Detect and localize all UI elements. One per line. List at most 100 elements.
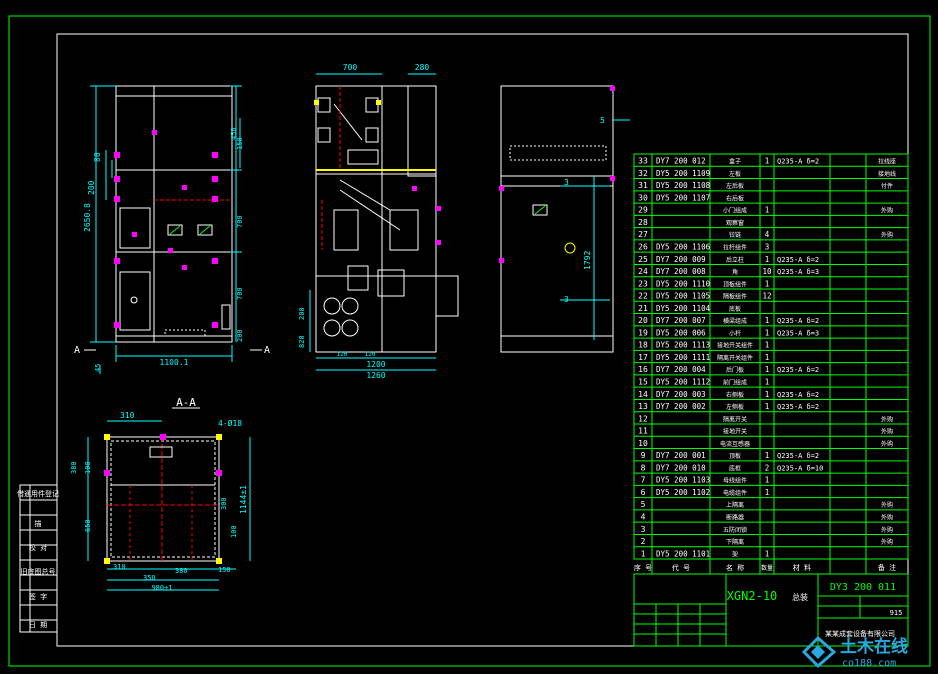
side-dim-700: 700: [343, 63, 358, 72]
bom-cell-mat: Q235-A δ=3: [777, 268, 819, 276]
bom-cell-name: 接地开关: [723, 428, 747, 436]
bom-cell-no: 3: [641, 525, 646, 534]
bom-cell-no: 21: [638, 304, 648, 313]
section-dim-380b: 380: [175, 567, 188, 575]
side-dim-820: 820: [298, 335, 306, 348]
bom-cell-name: 顶板: [729, 452, 741, 460]
bom-cell-note: 接地线: [878, 170, 896, 178]
rear-view: 5 3 3 1792: [499, 85, 630, 353]
section-dim-hole: 4-Ø18: [218, 418, 242, 428]
bom-cell-qty: 1: [765, 341, 770, 350]
section-view: A-A 310 4-Ø18 380 100 650 1144±1 300 100…: [70, 396, 251, 592]
bom-cell-note: 外购: [881, 207, 893, 215]
front-dim-45: 45: [94, 364, 102, 372]
bom-cell-code: DY5 200 1108: [656, 181, 711, 190]
bom-cell-no: 30: [638, 193, 648, 202]
bom-cell-no: 26: [638, 242, 648, 251]
side-dim-200: 200: [298, 307, 306, 320]
bom-cell-name: 架: [732, 550, 738, 558]
watermark-logo: 土木在线 co188.com: [801, 635, 908, 669]
bom-cell-no: 7: [641, 476, 646, 485]
front-dim-700a: 700: [236, 215, 244, 228]
bom-cell-name: 隔离开关: [723, 415, 747, 423]
rear-dim-5: 5: [600, 116, 605, 125]
bom-cell-name: 角: [732, 268, 738, 276]
bom-cell-name: 底板: [729, 305, 741, 313]
bom-cell-note: 外购: [881, 526, 893, 534]
bom-cell-code: DY5 200 1102: [656, 488, 710, 497]
company-name: 某某成套设备有限公司: [825, 629, 895, 638]
section-dim-150: 150: [218, 566, 231, 574]
bom-cell-name: 隔板组件: [723, 293, 747, 301]
bom-cell-name: 左板: [729, 170, 741, 178]
section-dim-300: 300: [220, 497, 228, 510]
bom-cell-code: DY5 200 1106: [656, 242, 711, 251]
bom-cell-no: 25: [638, 255, 648, 264]
bom-cell-mat: Q235-A δ=2: [777, 317, 819, 325]
bom-cell-no: 15: [638, 377, 648, 386]
strip-label-4: 旧底图总号: [21, 567, 56, 576]
bom-cell-code: DY5 200 1105: [656, 292, 710, 301]
bom-cell-no: 20: [638, 316, 648, 325]
bom-cell-qty: 1: [765, 206, 770, 215]
bom-cell-name: 右侧板: [726, 391, 744, 399]
bom-cell-name: 后门板: [726, 366, 744, 374]
section-dim-310-top: 310: [120, 411, 135, 420]
bom-cell-code: DY5 200 1113: [656, 341, 710, 350]
bom-cell-code: DY5 200 1110: [656, 279, 711, 288]
bom-cell-no: 13: [638, 402, 648, 411]
bom-cell-no: 23: [638, 279, 648, 288]
bom-cell-note: 付件: [881, 182, 893, 190]
strip-label-5: 签 字: [29, 592, 47, 601]
drawing-number: DY3 200 011: [830, 582, 896, 593]
bom-cell-code: DY7 200 012: [656, 157, 706, 166]
bom-cell-qty: 1: [765, 157, 770, 166]
bom-cell-note: 外购: [881, 538, 893, 546]
bom-cell-note: 外购: [881, 501, 893, 509]
section-dim-980: 980±1: [151, 584, 172, 592]
bom-cell-qty: 1: [765, 549, 770, 558]
wave-icon: [801, 635, 837, 669]
bom-cell-note: 外购: [881, 415, 893, 423]
bom-cell-code: DY7 200 007: [656, 316, 706, 325]
bom-cell-no: 14: [638, 390, 648, 399]
bom-cell-no: 12: [638, 414, 648, 423]
bom-cell-note: 外购: [881, 513, 893, 521]
rear-dim-3b: 3: [564, 295, 569, 304]
bom-cell-qty: 1: [765, 365, 770, 374]
bom-cell-name: 小门组成: [723, 207, 747, 215]
bom-cell-qty: 10: [762, 267, 772, 276]
bom-cell-name: 右后板: [726, 194, 744, 202]
bom-cell-qty: 1: [765, 402, 770, 411]
bom-cell-no: 28: [638, 218, 648, 227]
bom-cell-name: 横梁组成: [723, 317, 747, 325]
bom-cell-mat: Q235-A δ=10: [777, 464, 823, 472]
section-dim-350: 350: [143, 574, 156, 582]
bom-cell-no: 31: [638, 181, 648, 190]
bom-cell-name: 母线组件: [723, 477, 747, 485]
bom-cell-qty: 1: [765, 255, 770, 264]
bom-cell-name: 断路器: [726, 513, 744, 521]
strip-label-2: 描: [35, 519, 42, 528]
bom-cell-name: 后立柱: [726, 256, 744, 264]
bom-cell-code: DY5 200 1107: [656, 193, 710, 202]
bom-cell-name: 五防闭锁: [723, 526, 747, 534]
front-dim-height: 2650.8: [83, 203, 92, 232]
section-dim-1144: 1144±1: [239, 485, 248, 514]
front-dim-200: 200: [87, 180, 96, 195]
left-strip: 借通用件登记 描 校 对 旧底图总号 签 字 日 期: [17, 484, 59, 633]
bom-cell-name: 底框: [729, 464, 741, 472]
bom-header-mat: 材 料: [793, 563, 811, 572]
front-view: 80 200 2650.8 1100.1 45 450 150 700 700 …: [74, 85, 270, 374]
bom-cell-name: 顶板组件: [723, 280, 747, 288]
bom-cell-code: DY7 200 009: [656, 255, 706, 264]
bom-cell-qty: 2: [765, 463, 770, 472]
bom-cell-qty: 1: [765, 476, 770, 485]
bom-header-qty: 数量: [761, 564, 773, 572]
bom-cell-no: 11: [638, 427, 648, 436]
bom-cell-no: 33: [638, 157, 648, 166]
bom-cell-code: DY7 200 001: [656, 451, 706, 460]
section-mark-right: A: [264, 345, 270, 356]
